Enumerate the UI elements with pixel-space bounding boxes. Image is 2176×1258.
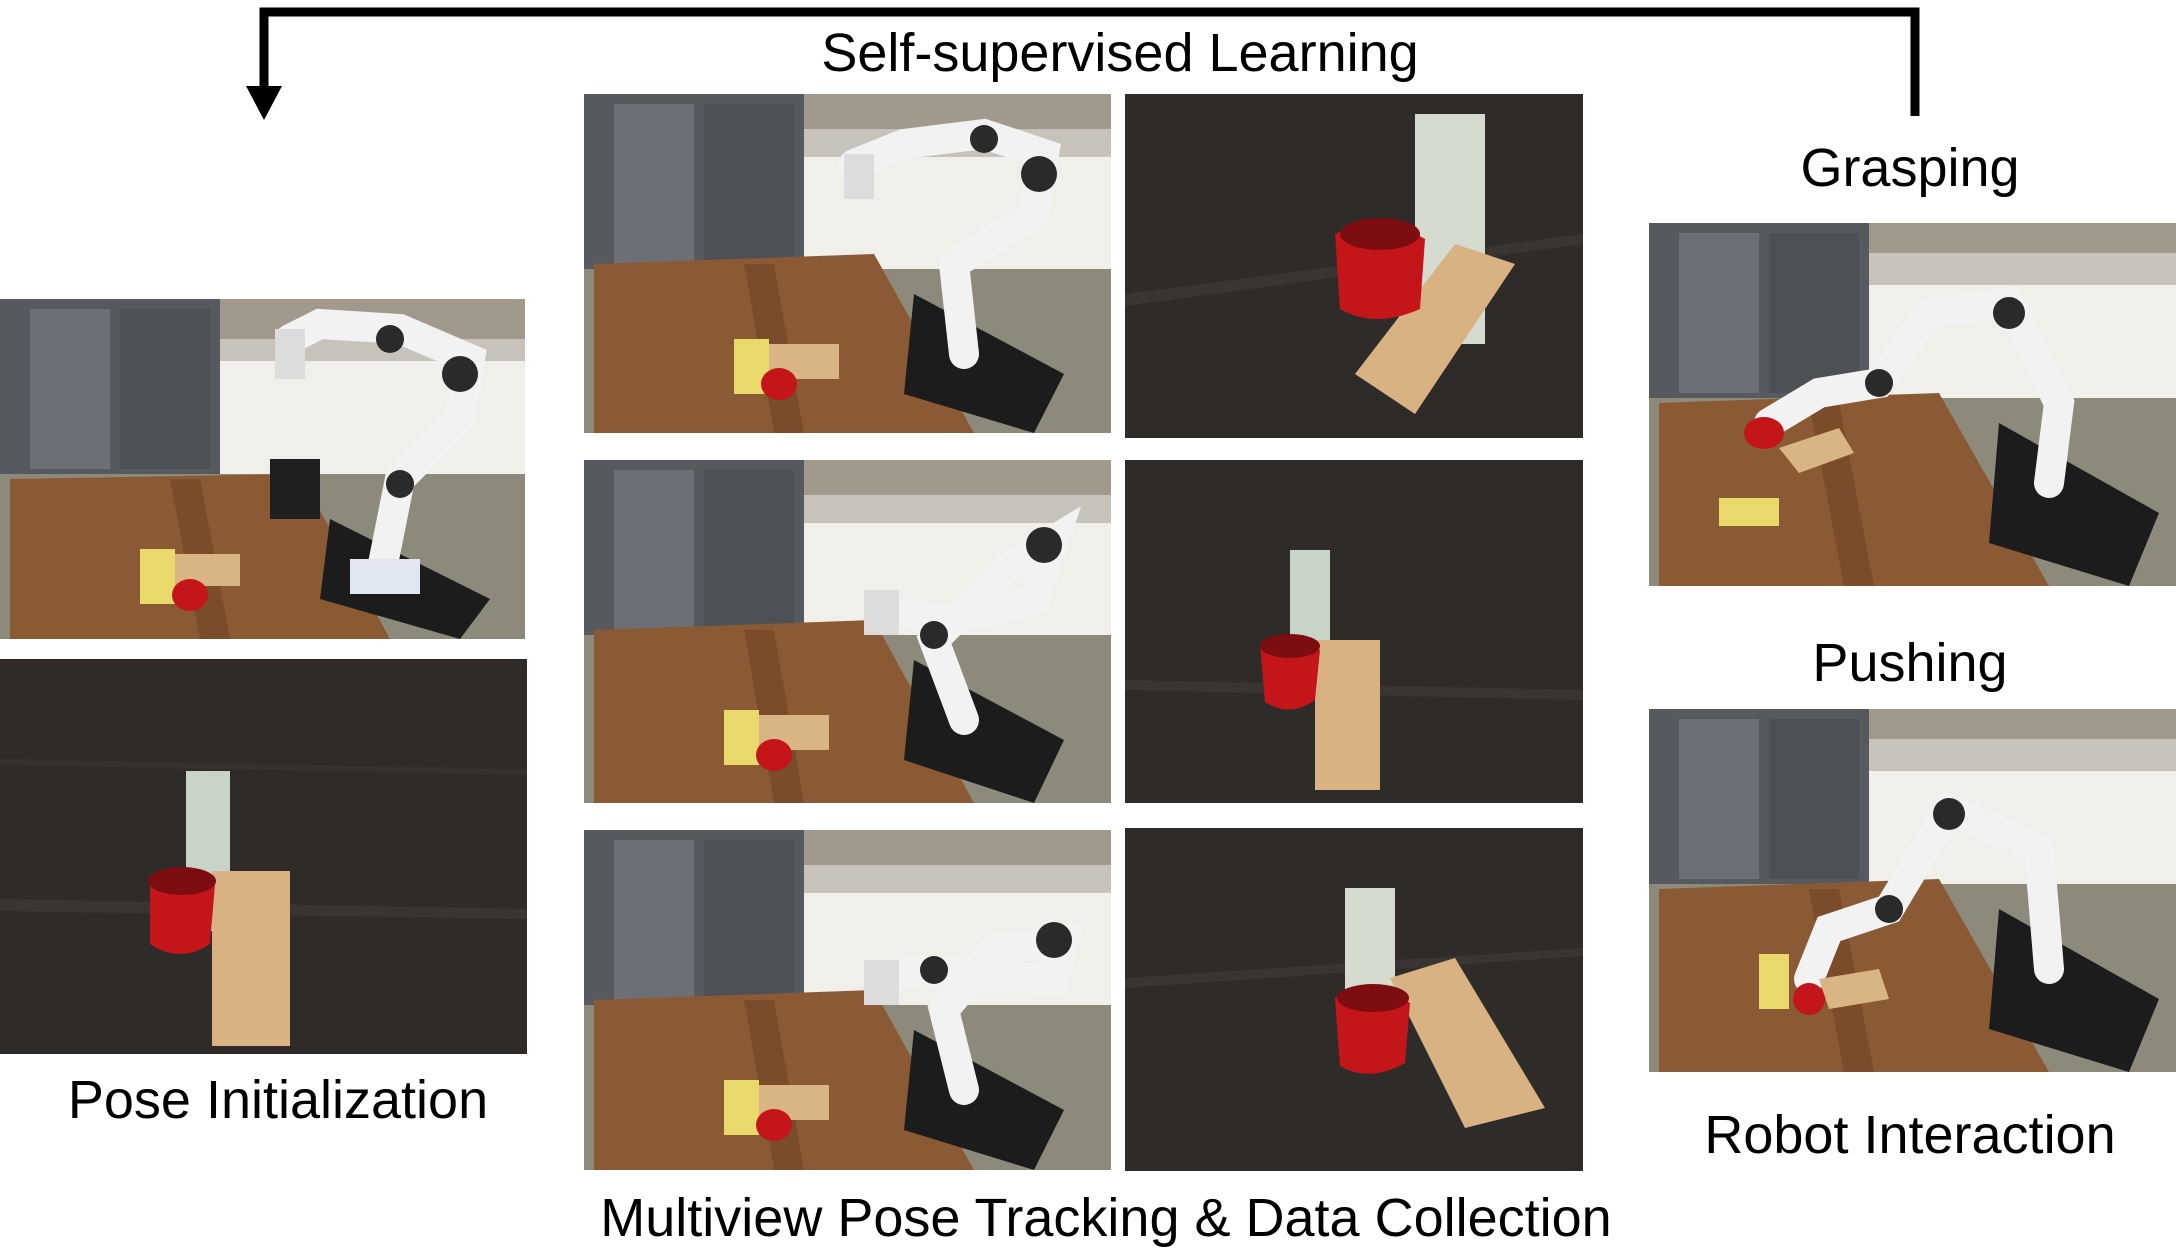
tracking-closeup-photo-1	[1125, 94, 1583, 438]
pushing-photo	[1649, 709, 2176, 1072]
top-label: Self-supervised Learning	[821, 23, 1419, 83]
pose-initialization-label: Pose Initialization	[67, 1070, 489, 1130]
tracking-robot-photo-2	[584, 460, 1111, 803]
grasping-label: Grasping	[1800, 138, 2020, 198]
pose-init-closeup-photo	[0, 659, 527, 1054]
tracking-robot-photo-3	[584, 830, 1111, 1170]
robot-interaction-label: Robot Interaction	[1704, 1105, 2116, 1165]
arrowhead	[246, 86, 282, 120]
pose-init-robot-photo	[0, 299, 525, 639]
pushing-label: Pushing	[1812, 633, 2008, 693]
grasping-photo	[1649, 223, 2176, 586]
tracking-closeup-photo-2	[1125, 460, 1583, 803]
multiview-tracking-label: Multiview Pose Tracking & Data Collectio…	[600, 1188, 1612, 1248]
tracking-robot-photo-1	[584, 94, 1111, 433]
tracking-closeup-photo-3	[1125, 828, 1583, 1171]
